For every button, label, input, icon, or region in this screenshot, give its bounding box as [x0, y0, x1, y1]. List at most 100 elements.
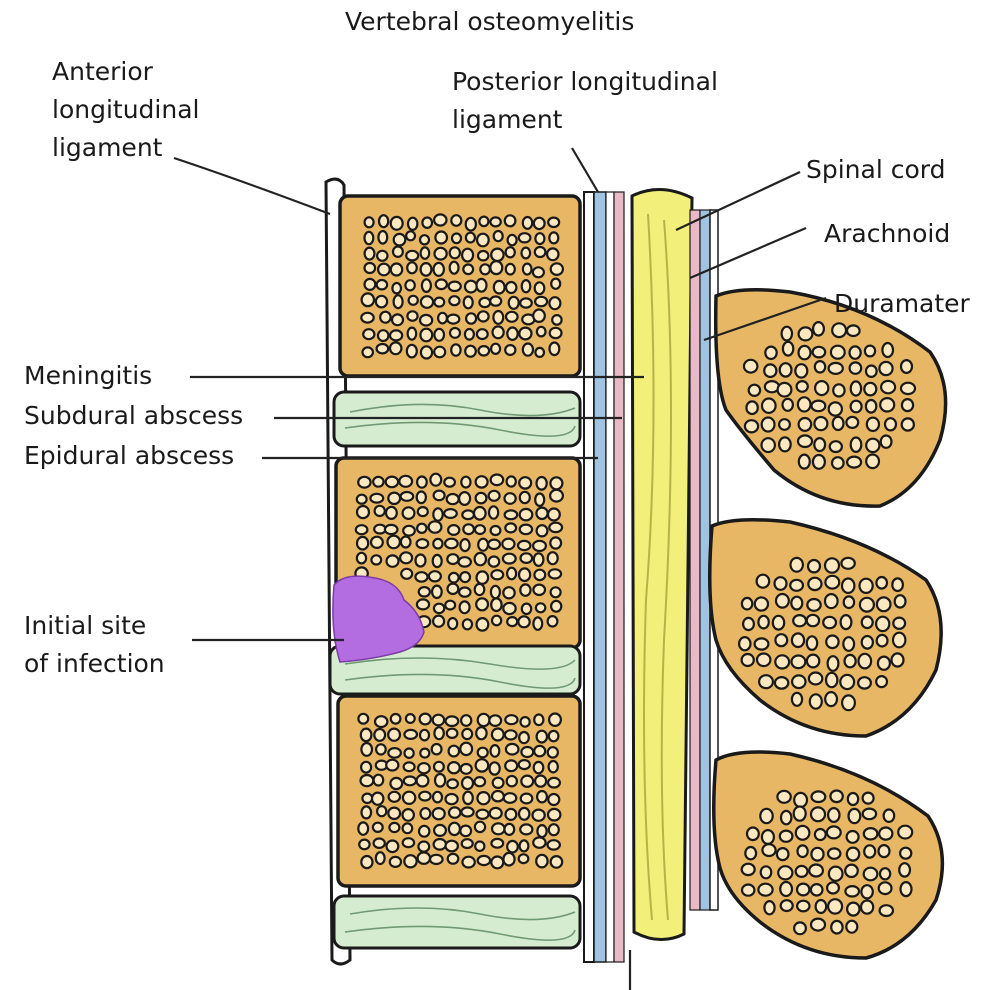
bone-pore	[475, 525, 485, 534]
bone-pore	[814, 438, 825, 451]
bone-pore	[521, 747, 533, 757]
bone-pore	[503, 603, 515, 614]
bone-pore	[533, 267, 544, 277]
bone-pore	[403, 823, 413, 833]
bone-pore	[489, 491, 500, 501]
bone-pore	[447, 554, 458, 564]
bone-pore	[361, 313, 373, 323]
bone-pore	[388, 536, 400, 549]
bone-pore	[519, 328, 531, 340]
bone-pore	[522, 604, 531, 614]
bone-pore	[523, 344, 533, 356]
bone-pore	[404, 762, 415, 771]
bone-pore	[434, 825, 446, 836]
bone-pore	[533, 310, 545, 322]
bone-pore	[745, 847, 756, 859]
bone-pore	[462, 839, 473, 848]
bone-pore	[390, 342, 401, 354]
bone-pore	[403, 526, 415, 536]
bone-pore	[490, 297, 501, 306]
bone-pore	[420, 730, 429, 741]
bone-pore	[880, 905, 893, 916]
bone-pore	[445, 601, 455, 610]
bone-pore	[549, 523, 562, 532]
bone-pore	[418, 852, 430, 863]
bone-pore	[477, 234, 489, 247]
bone-pore	[845, 886, 859, 896]
bone-pore	[493, 311, 503, 324]
bone-pore	[417, 539, 429, 548]
bone-pore	[389, 792, 400, 802]
bone-pore	[900, 848, 911, 859]
bone-pore	[478, 856, 490, 865]
bone-pore	[534, 570, 545, 580]
bone-pore	[867, 418, 879, 431]
bone-pore	[475, 822, 485, 832]
bone-pore	[762, 399, 776, 413]
bone-pore	[373, 477, 383, 487]
bone-pore	[493, 778, 504, 788]
bone-pore	[799, 418, 812, 431]
bone-pore	[796, 866, 808, 877]
bone-pore	[783, 342, 793, 356]
bone-pore	[825, 692, 837, 706]
bone-pore	[478, 714, 490, 726]
bone-pore	[742, 885, 754, 896]
arachnoid-layer-back	[690, 210, 700, 910]
bone-pore	[551, 279, 560, 289]
bone-pore	[519, 854, 529, 863]
bone-pore	[448, 854, 459, 864]
bone-pore	[372, 793, 383, 805]
bone-pore	[828, 656, 839, 671]
bone-pore	[504, 793, 517, 803]
bone-pore	[859, 654, 872, 669]
bone-pore	[371, 537, 383, 548]
bone-pore	[400, 552, 412, 563]
bone-pore	[404, 730, 417, 739]
bone-pore	[811, 848, 823, 861]
bone-pore	[506, 247, 515, 257]
bone-pore	[864, 383, 876, 396]
bone-pore	[863, 809, 876, 820]
bone-pore	[490, 261, 502, 274]
bone-pore	[549, 232, 558, 243]
bone-pore	[448, 525, 459, 535]
bone-pore	[755, 638, 769, 649]
bone-pore	[901, 360, 912, 373]
bone-pore	[450, 262, 459, 274]
bone-pore	[464, 297, 473, 309]
bone-pore	[807, 599, 820, 611]
bone-pore	[361, 775, 374, 786]
bone-pore	[475, 553, 486, 565]
bone-pore	[877, 597, 891, 611]
bone-pore	[503, 554, 516, 564]
bone-pore	[491, 570, 503, 579]
bone-pore	[847, 903, 859, 916]
bone-pore	[478, 251, 488, 260]
bone-pore	[434, 347, 445, 358]
bone-pore	[845, 865, 858, 877]
bone-pore	[418, 842, 429, 852]
bone-pore	[504, 824, 514, 835]
bone-pore	[451, 344, 460, 355]
bone-pore	[762, 418, 775, 432]
bone-pore	[523, 264, 532, 275]
bone-pore	[829, 363, 843, 374]
bone-pore	[433, 715, 444, 726]
bone-pore	[421, 808, 431, 819]
bone-pore	[831, 921, 842, 934]
bone-pore	[521, 717, 530, 727]
bone-pore	[742, 654, 754, 666]
bone-pore	[522, 248, 531, 259]
bone-pore	[371, 555, 381, 564]
bone-pore	[781, 900, 793, 911]
bone-pore	[879, 828, 892, 840]
bone-pore	[394, 295, 403, 308]
bone-pore	[505, 760, 517, 771]
bone-pore	[429, 571, 441, 581]
bone-pore	[877, 635, 888, 647]
bone-pore	[537, 791, 547, 802]
bone-pore	[434, 839, 446, 850]
bone-pore	[434, 263, 444, 276]
bone-pore	[466, 218, 476, 231]
